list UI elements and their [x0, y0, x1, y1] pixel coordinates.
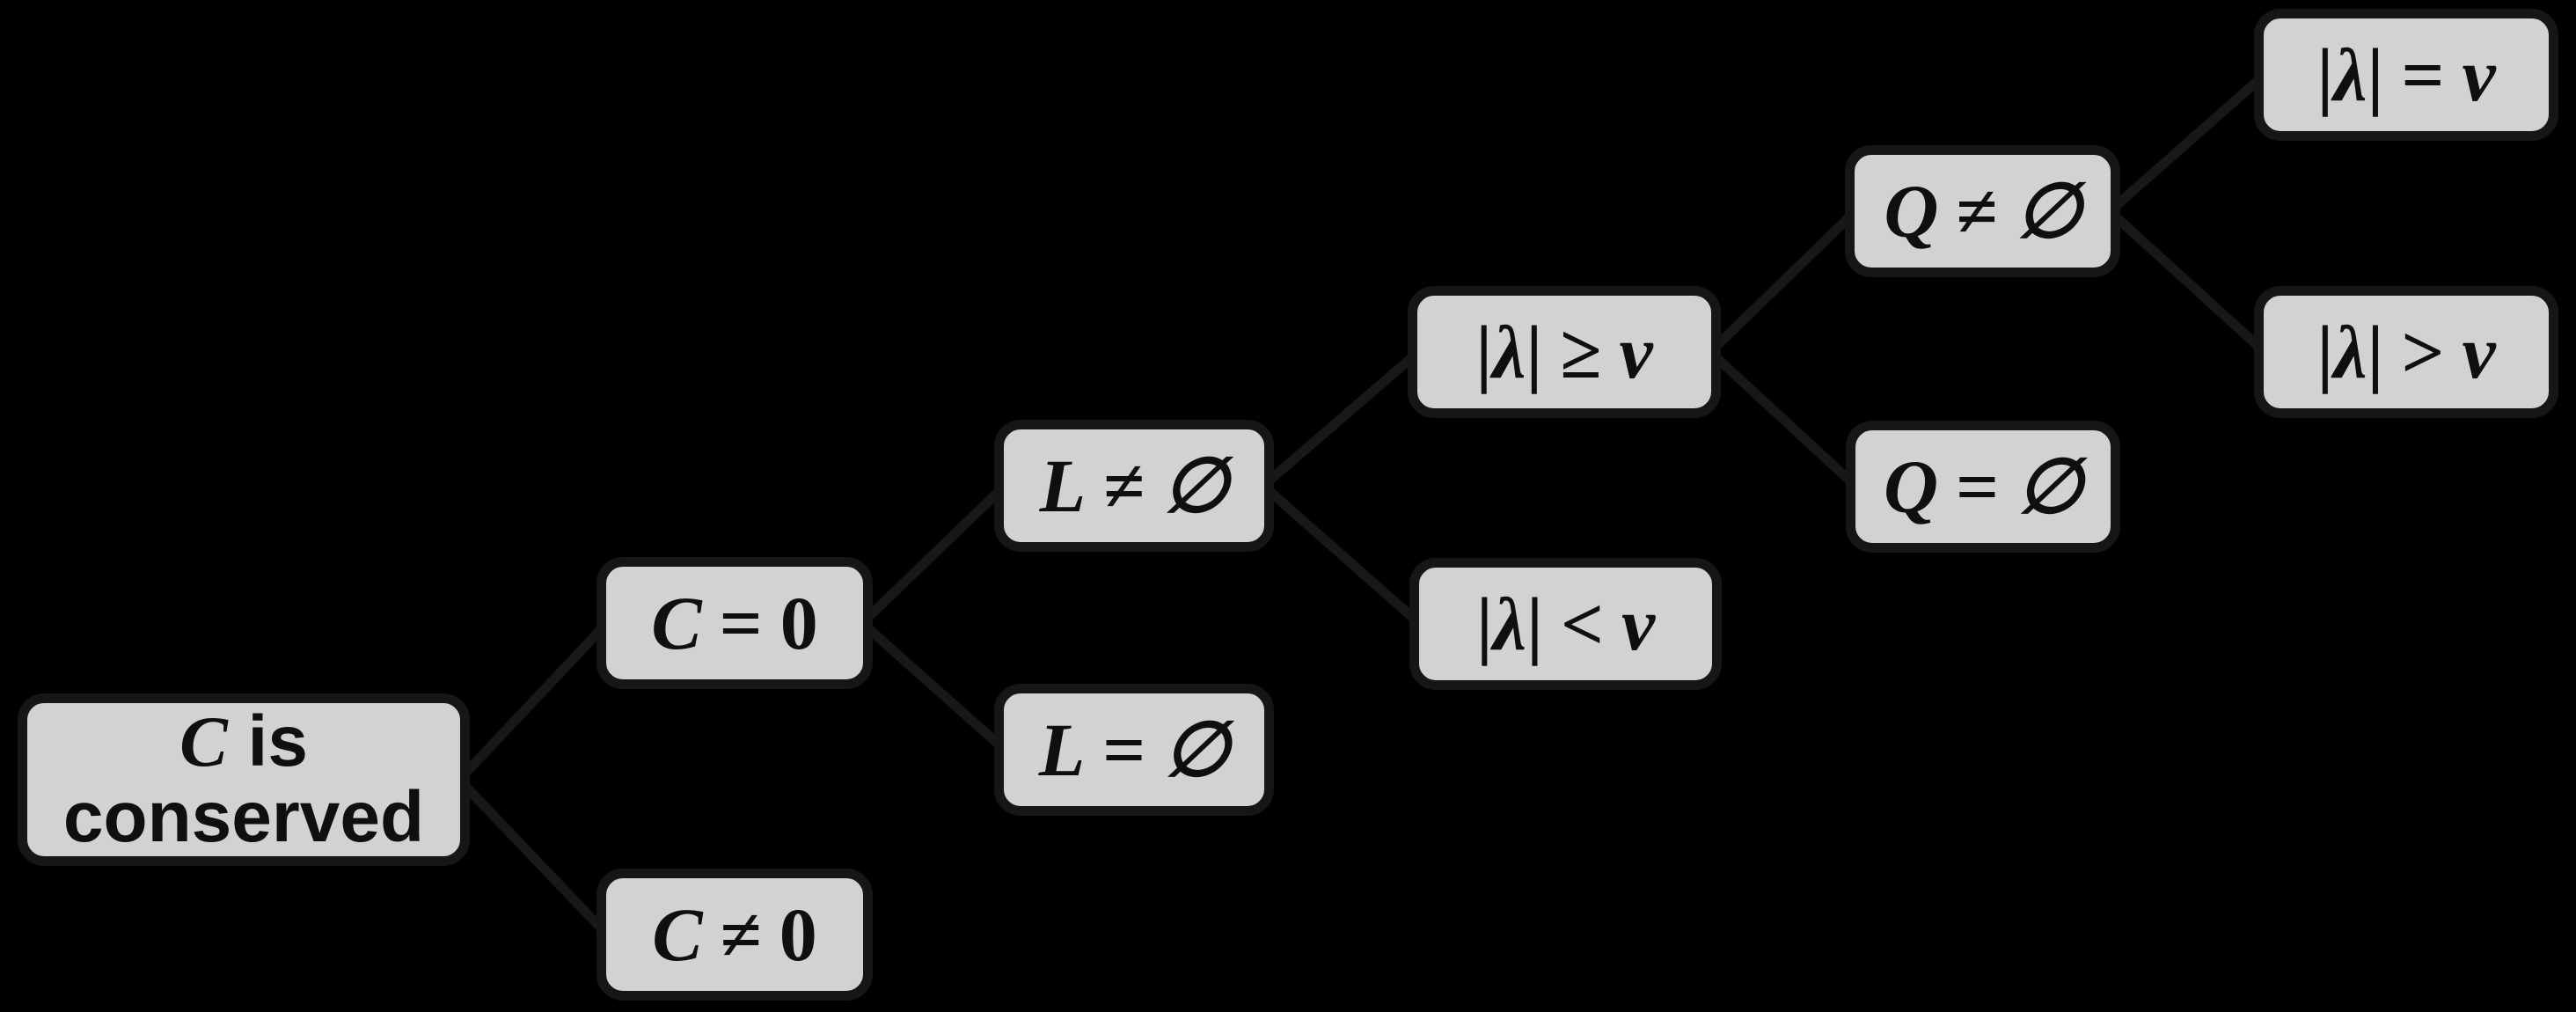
- label-text-conserved: conserved: [62, 777, 425, 857]
- node-q-eq-empty: Q=∅: [1846, 421, 2120, 553]
- math-var-lambda: λ: [1492, 582, 1526, 666]
- abs-bar: |: [1526, 582, 1543, 666]
- abs-bar: |: [2367, 310, 2384, 394]
- not-equals-sign: ≠: [1103, 444, 1145, 528]
- equals-sign: =: [1956, 444, 2000, 529]
- empty-set-symbol: ∅: [1163, 708, 1230, 792]
- edge-l-neq-empty-to-lam-geq: [1258, 347, 1423, 491]
- math-zero: 0: [779, 581, 818, 665]
- geq-sign: ≥: [1560, 310, 1602, 394]
- greater-than-sign: >: [2401, 310, 2445, 394]
- abs-bar: |: [1475, 582, 1493, 666]
- node-abs-lambda-geq-nu: |λ|≥ν: [1408, 286, 1721, 418]
- node-q-neq-empty: Q≠∅: [1845, 145, 2120, 277]
- equals-sign: =: [1102, 708, 1146, 792]
- edge-lam-geq-to-q-eq-empty: [1705, 347, 1862, 492]
- math-var-nu: ν: [2462, 310, 2496, 394]
- math-var-lambda: λ: [2333, 310, 2367, 394]
- math-var-nu: ν: [1619, 310, 1653, 394]
- edge-q-neq-empty-to-lam-eq: [2104, 70, 2270, 216]
- abs-bar: |: [1526, 310, 1543, 394]
- equals-sign: =: [719, 581, 763, 665]
- math-var-l: L: [1039, 444, 1087, 528]
- edge-l-neq-empty-to-lam-lt: [1258, 480, 1425, 629]
- math-var-l: L: [1038, 708, 1086, 792]
- not-equals-sign: ≠: [1956, 169, 1998, 253]
- node-abs-lambda-eq-nu: |λ|=ν: [2254, 9, 2558, 141]
- equals-sign: =: [2401, 33, 2445, 117]
- node-c-eq-0: C=0: [596, 557, 873, 689]
- abs-bar: |: [2367, 33, 2384, 117]
- node-l-neq-empty: L≠∅: [994, 420, 1274, 552]
- node-l-eq-empty: L=∅: [994, 684, 1274, 816]
- node-label-line1: C is: [179, 700, 308, 781]
- math-var-c: C: [652, 892, 703, 977]
- edge-q-neq-empty-to-lam-gt: [2104, 206, 2270, 357]
- edge-c-eq-0-to-l-neq-empty: [857, 480, 1010, 628]
- math-var-q: Q: [1884, 169, 1939, 253]
- edge-c-conserved-to-c-eq-0: [454, 618, 612, 785]
- abs-bar: |: [2316, 310, 2334, 394]
- math-var-c: C: [179, 700, 228, 781]
- node-abs-lambda-lt-nu: |λ|<ν: [1409, 558, 1722, 690]
- math-var-c: C: [651, 581, 702, 665]
- math-var-lambda: λ: [2333, 33, 2367, 117]
- not-equals-sign: ≠: [720, 892, 762, 977]
- label-text-is: is: [227, 700, 308, 781]
- node-c-is-conserved: C is conserved: [18, 693, 470, 866]
- node-c-neq-0: C≠0: [596, 869, 873, 1001]
- abs-bar: |: [2316, 33, 2334, 117]
- empty-set-symbol: ∅: [1162, 444, 1229, 528]
- math-var-lambda: λ: [1492, 310, 1526, 394]
- empty-set-symbol: ∅: [2015, 169, 2082, 253]
- edge-c-eq-0-to-l-eq-empty: [857, 618, 1010, 755]
- math-var-nu: ν: [2462, 33, 2496, 117]
- math-var-nu: ν: [1621, 582, 1656, 666]
- math-zero: 0: [779, 892, 817, 977]
- less-than-sign: <: [1560, 582, 1604, 666]
- abs-bar: |: [1475, 310, 1493, 394]
- node-abs-lambda-gt-nu: |λ|>ν: [2254, 286, 2558, 418]
- empty-set-symbol: ∅: [2016, 444, 2083, 529]
- node-label-line2: conserved: [62, 777, 425, 857]
- edge-c-conserved-to-c-neq-0: [454, 774, 612, 940]
- edge-lam-geq-to-q-neq-empty: [1705, 206, 1861, 357]
- math-var-q: Q: [1883, 444, 1939, 529]
